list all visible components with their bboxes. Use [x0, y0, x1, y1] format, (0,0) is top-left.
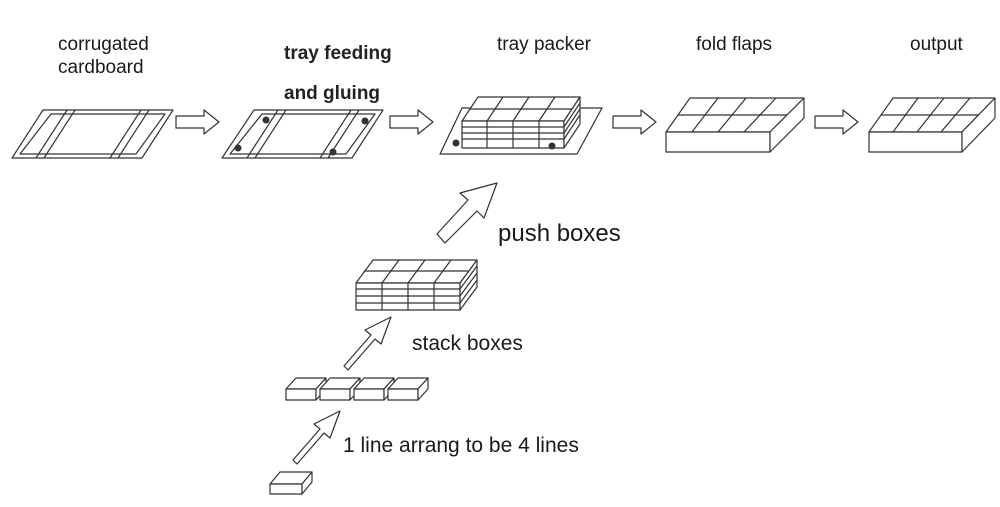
- stacked-boxes: [355, 259, 478, 311]
- label-line: output: [910, 34, 963, 55]
- label-line: tray packer: [497, 34, 591, 55]
- folded-box: [665, 97, 805, 153]
- label-output: output: [910, 34, 963, 57]
- label-arrange-lines: 1 line arrang to be 4 lines: [343, 434, 579, 457]
- four-boxes-row: [285, 377, 429, 401]
- label-push-boxes: push boxes: [498, 220, 621, 247]
- label-line: and gluing: [284, 83, 381, 104]
- flow-arrow-3: [612, 109, 657, 135]
- step-arrow-arrange: [292, 410, 341, 465]
- label-line: corrugated: [58, 34, 149, 55]
- label-fold-flaps: fold flaps: [696, 34, 772, 57]
- single-box: [269, 471, 313, 495]
- tray-with-glue: [221, 109, 384, 159]
- flow-arrow-4: [814, 109, 859, 135]
- label-line: fold flaps: [696, 34, 773, 55]
- step-arrow-push: [436, 182, 498, 244]
- flow-arrow-1: [175, 109, 220, 135]
- label-tray-feeding: tray feeding and gluing: [284, 34, 392, 114]
- flow-arrow-2: [389, 109, 434, 135]
- step-arrow-stack: [343, 316, 392, 371]
- label-line: tray feeding: [284, 43, 392, 64]
- cardboard-blank: [11, 109, 174, 159]
- label-corrugated-cardboard: corrugated cardboard: [58, 34, 149, 80]
- label-stack-boxes: stack boxes: [412, 332, 523, 355]
- label-line: cardboard: [58, 56, 144, 78]
- output-box: [868, 97, 996, 153]
- label-tray-packer: tray packer: [497, 34, 591, 57]
- tray-packer-stack: [439, 96, 603, 155]
